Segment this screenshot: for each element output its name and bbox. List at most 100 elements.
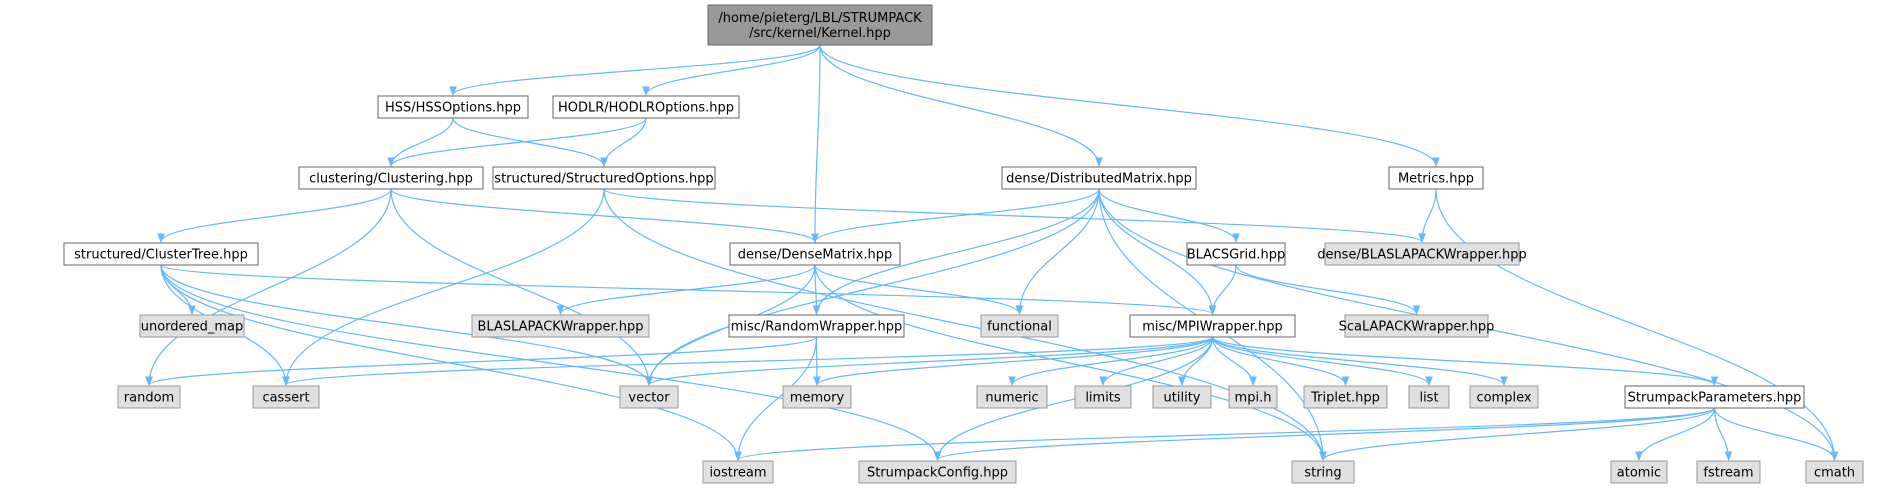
node-mpih: mpi.h bbox=[1228, 385, 1278, 409]
node-label-string: string bbox=[1304, 466, 1341, 481]
node-label-densematrix: dense/DenseMatrix.hpp bbox=[738, 248, 892, 263]
node-blacsgrid[interactable]: BLACSGrid.hpp bbox=[1186, 242, 1286, 266]
node-label-fstream: fstream bbox=[1703, 466, 1753, 481]
node-box-unordered_map bbox=[139, 314, 245, 338]
edge-mpiwrapper-to-cassert bbox=[282, 336, 1214, 386]
node-cassert: cassert bbox=[252, 385, 320, 409]
node-label-hodlropts: HODLR/HODLROptions.hpp bbox=[558, 101, 734, 116]
edge-clustering-to-densematrix bbox=[390, 188, 819, 243]
node-kernel[interactable]: /home/pieterg/LBL/STRUMPACK/src/kernel/K… bbox=[707, 4, 933, 46]
node-mpiwrapper[interactable]: misc/MPIWrapper.hpp bbox=[1129, 314, 1296, 338]
edge-hodlropts-to-structopts bbox=[600, 117, 647, 167]
node-functional: functional bbox=[980, 314, 1059, 338]
edge-mpiwrapper-to-mpih bbox=[1211, 336, 1257, 386]
node-box-cassert bbox=[252, 385, 320, 409]
edge-strumpackparams-to-cmath bbox=[1713, 407, 1839, 461]
edge-hssopts-to-clustering bbox=[387, 117, 454, 167]
node-metrics[interactable]: Metrics.hpp bbox=[1388, 166, 1484, 190]
node-label-strumpackparams: StrumpackParameters.hpp bbox=[1628, 391, 1802, 406]
node-box-blaslapack bbox=[471, 314, 650, 338]
node-box-iostream bbox=[702, 460, 774, 484]
node-triplet: Triplet.hpp bbox=[1303, 385, 1388, 409]
node-box-clustering bbox=[298, 166, 484, 190]
node-box-utility bbox=[1152, 385, 1212, 409]
edge-blacsgrid-to-mpiwrapper bbox=[1208, 264, 1237, 315]
node-box-randomwrapper bbox=[728, 314, 905, 338]
node-box-atomic bbox=[1610, 460, 1668, 484]
node-strumpackconfig: StrumpackConfig.hpp bbox=[858, 460, 1017, 484]
edge-mpiwrapper-to-vector bbox=[645, 336, 1214, 386]
node-label-memory: memory bbox=[790, 391, 845, 406]
node-label-cassert: cassert bbox=[262, 391, 309, 406]
node-box-clustertree bbox=[63, 242, 259, 266]
node-box-memory bbox=[782, 385, 852, 409]
node-string: string bbox=[1291, 460, 1355, 484]
node-structopts[interactable]: structured/StructuredOptions.hpp bbox=[492, 166, 716, 190]
edge-hssopts-to-structopts bbox=[452, 117, 608, 167]
node-utility: utility bbox=[1152, 385, 1212, 409]
edge-kernel-to-hssopts bbox=[449, 44, 821, 96]
node-label-complex: complex bbox=[1476, 391, 1531, 406]
node-vector: vector bbox=[619, 385, 679, 409]
edge-structopts-to-dblaslapack bbox=[603, 188, 1426, 243]
node-label-clustering: clustering/Clustering.hpp bbox=[309, 172, 473, 187]
node-hodlropts[interactable]: HODLR/HODLROptions.hpp bbox=[552, 95, 740, 119]
node-label-distmat: dense/DistributedMatrix.hpp bbox=[1006, 172, 1192, 187]
node-strumpackparams[interactable]: StrumpackParameters.hpp bbox=[1624, 385, 1805, 409]
edge-strumpackparams-to-atomic bbox=[1635, 407, 1716, 461]
edge-distmat-to-densematrix bbox=[811, 188, 1100, 243]
node-memory: memory bbox=[782, 385, 852, 409]
node-box-fstream bbox=[1696, 460, 1761, 484]
edge-distmat-to-mpiwrapper bbox=[1098, 188, 1217, 315]
node-label-dblaslapack: dense/BLASLAPACKWrapper.hpp bbox=[1317, 248, 1527, 263]
node-clustering[interactable]: clustering/Clustering.hpp bbox=[298, 166, 484, 190]
node-label-mpiwrapper: misc/MPIWrapper.hpp bbox=[1142, 320, 1283, 335]
edges-layer bbox=[145, 44, 1839, 461]
node-label-cmath: cmath bbox=[1814, 466, 1855, 481]
node-box-structopts bbox=[492, 166, 716, 190]
edge-strumpackparams-to-iostream bbox=[734, 407, 1716, 461]
node-label-numeric: numeric bbox=[985, 391, 1038, 406]
node-box-hssopts bbox=[377, 95, 529, 119]
node-box-limits bbox=[1074, 385, 1132, 409]
edge-mpiwrapper-to-complex bbox=[1211, 336, 1508, 386]
node-scalapack: ScaLAPACKWrapper.hpp bbox=[1339, 314, 1495, 338]
node-box-blacsgrid bbox=[1186, 242, 1286, 266]
edge-mpiwrapper-to-limits bbox=[1099, 336, 1214, 386]
edge-densematrix-to-functional bbox=[814, 264, 1024, 315]
edge-mpiwrapper-to-memory bbox=[813, 336, 1214, 386]
node-distmat[interactable]: dense/DistributedMatrix.hpp bbox=[1001, 166, 1197, 190]
node-clustertree[interactable]: structured/ClusterTree.hpp bbox=[63, 242, 259, 266]
node-label-limits: limits bbox=[1085, 391, 1121, 406]
node-label-utility: utility bbox=[1164, 391, 1201, 406]
node-atomic: atomic bbox=[1610, 460, 1668, 484]
edge-kernel-to-distmat bbox=[819, 44, 1103, 167]
node-box-strumpackparams bbox=[1624, 385, 1805, 409]
node-box-functional bbox=[980, 314, 1059, 338]
node-fstream: fstream bbox=[1696, 460, 1761, 484]
edge-kernel-to-densematrix bbox=[811, 44, 821, 243]
edge-strumpackparams-to-string bbox=[1319, 407, 1716, 461]
node-box-cmath bbox=[1805, 460, 1864, 484]
node-randomwrapper[interactable]: misc/RandomWrapper.hpp bbox=[728, 314, 905, 338]
node-label-blaslapack: BLASLAPACKWrapper.hpp bbox=[478, 320, 644, 335]
node-label-atomic: atomic bbox=[1617, 466, 1661, 481]
node-label-scalapack: ScaLAPACKWrapper.hpp bbox=[1339, 320, 1495, 335]
node-cmath: cmath bbox=[1805, 460, 1864, 484]
node-complex: complex bbox=[1469, 385, 1539, 409]
edge-densematrix-to-string bbox=[814, 264, 1327, 461]
edge-mpiwrapper-to-list bbox=[1211, 336, 1433, 386]
node-label-structopts: structured/StructuredOptions.hpp bbox=[494, 172, 713, 187]
edge-mpiwrapper-to-triplet bbox=[1211, 336, 1350, 386]
node-label-randomwrapper: misc/RandomWrapper.hpp bbox=[731, 320, 903, 335]
node-box-densematrix bbox=[729, 242, 901, 266]
node-box-distmat bbox=[1001, 166, 1197, 190]
edge-structopts-to-cassert bbox=[282, 188, 605, 386]
edge-metrics-to-cmath bbox=[1435, 188, 1839, 461]
node-densematrix[interactable]: dense/DenseMatrix.hpp bbox=[729, 242, 901, 266]
node-box-random bbox=[117, 385, 181, 409]
node-hssopts[interactable]: HSS/HSSOptions.hpp bbox=[377, 95, 529, 119]
node-box-kernel bbox=[707, 4, 933, 46]
node-box-numeric bbox=[976, 385, 1048, 409]
